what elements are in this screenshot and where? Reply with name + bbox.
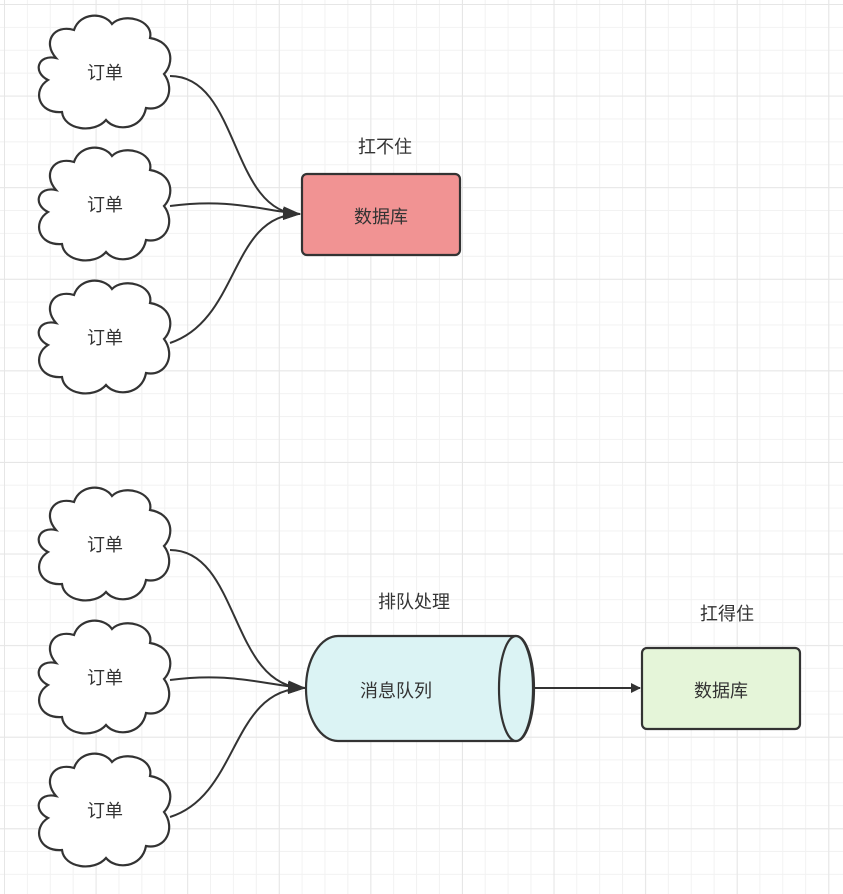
- order-label: 订单: [87, 328, 123, 349]
- database-label: 数据库: [694, 681, 748, 702]
- order-label: 订单: [87, 63, 123, 84]
- arrow: [169, 676, 306, 693]
- overload-caption: 扛不住: [358, 137, 412, 158]
- arrow: [169, 682, 306, 818]
- arrow: [169, 75, 301, 220]
- queue-label: 消息队列: [360, 681, 432, 702]
- order-label: 订单: [87, 535, 123, 556]
- order-label: 订单: [87, 195, 123, 216]
- database-overloaded: [300, 172, 462, 257]
- message-queue-cylinder: [304, 634, 536, 743]
- arrow: [169, 549, 306, 694]
- arrow: [169, 208, 301, 344]
- database-ok: [640, 646, 802, 731]
- queue-caption: 排队处理: [378, 592, 450, 613]
- order-label: 订单: [87, 801, 123, 822]
- order-label: 订单: [87, 668, 123, 689]
- database-label: 数据库: [354, 207, 408, 228]
- db-ok-caption: 扛得住: [700, 604, 754, 625]
